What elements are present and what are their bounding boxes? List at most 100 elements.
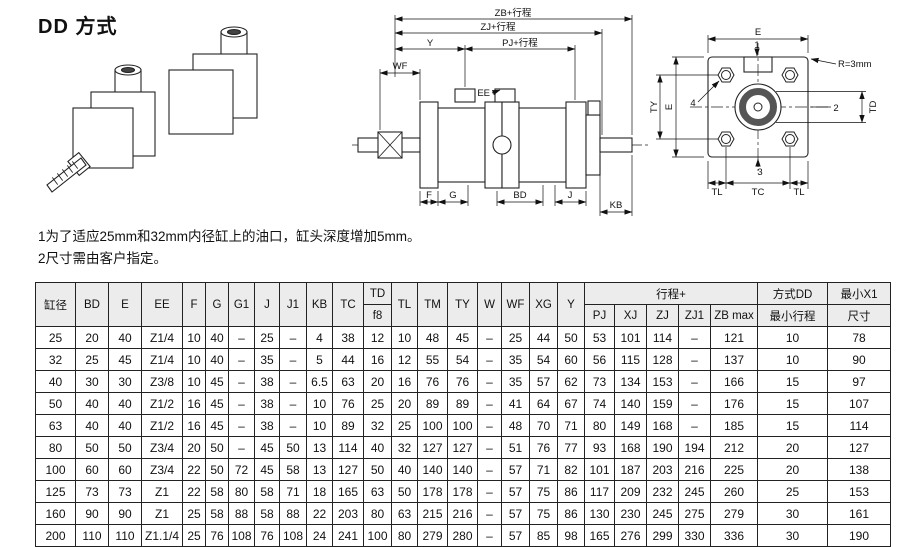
dimension-cell: 50 xyxy=(75,436,109,459)
dimension-cell: 70 xyxy=(529,414,558,437)
dimension-cell: 25 xyxy=(501,326,530,349)
dim-label-e-left: E xyxy=(664,104,675,110)
dim-label-g: G xyxy=(449,190,456,201)
dimension-cell: 40 xyxy=(108,326,142,349)
dimension-cell: 75 xyxy=(529,502,558,525)
dimension-cell: 50 xyxy=(391,480,418,503)
dimension-cell: 56 xyxy=(584,348,615,371)
dimension-cell: 63 xyxy=(363,480,392,503)
dimension-cell: 140 xyxy=(447,458,478,481)
dimension-cell: 107 xyxy=(827,392,892,415)
dimension-cell: 190 xyxy=(646,436,679,459)
dimension-cell: 60 xyxy=(108,458,142,481)
dimension-cell: – xyxy=(228,414,255,437)
dimension-cell: 10 xyxy=(757,348,829,371)
dimension-cell: 245 xyxy=(646,502,679,525)
dimension-cell: 45 xyxy=(447,326,478,349)
bore-size-cell: 50 xyxy=(35,392,76,415)
dimension-cell: 45 xyxy=(108,348,142,371)
dimension-cell: 25 xyxy=(363,392,392,415)
dimension-cell: 20 xyxy=(391,392,418,415)
dimension-cell: 38 xyxy=(254,370,280,393)
thread-lines xyxy=(51,161,79,185)
dimension-cell: 86 xyxy=(557,502,585,525)
stroke-sub-header: ZJ1 xyxy=(678,304,711,327)
dimension-cell: 22 xyxy=(306,502,333,525)
dimension-cell: 57 xyxy=(501,458,530,481)
dimension-cell: 168 xyxy=(646,414,679,437)
dimension-cell: 45 xyxy=(205,370,229,393)
dimension-cell: 203 xyxy=(646,458,679,481)
dimension-cell: 35 xyxy=(501,348,530,371)
dimension-cell: 44 xyxy=(529,326,558,349)
dim-label-bd: BD xyxy=(513,190,526,201)
dimension-cell: 40 xyxy=(75,414,109,437)
dimension-cell: 15 xyxy=(757,392,829,415)
side-view-drawing: ZB+行程 ZJ+行程 PJ+行程 Y WF EE F G BD J KB xyxy=(352,7,648,216)
port-boss xyxy=(454,88,476,103)
dimension-cell: 121 xyxy=(709,326,759,349)
dimension-cell: 22 xyxy=(182,458,206,481)
dimension-cell: 85 xyxy=(529,524,558,547)
dd-group-header: 方式DD xyxy=(757,282,829,305)
dimension-cell: 10 xyxy=(182,370,206,393)
dimension-cell: 60 xyxy=(75,458,109,481)
dimension-cell: 13 xyxy=(306,436,333,459)
column-header: KB xyxy=(306,282,333,327)
dimension-cell: – xyxy=(477,370,502,393)
dimension-cell: 280 xyxy=(447,524,478,547)
dimension-cell: 50 xyxy=(205,458,229,481)
dimension-cell: 140 xyxy=(417,458,448,481)
dimension-cell: – xyxy=(279,326,307,349)
dimension-cell: 80 xyxy=(391,524,418,547)
dimension-cell: 20 xyxy=(363,370,392,393)
dimension-cell: 63 xyxy=(391,502,418,525)
dimension-cell: 76 xyxy=(332,392,364,415)
bore-size-cell: 200 xyxy=(35,524,76,547)
dimension-cell: 57 xyxy=(529,370,558,393)
dimension-cell: 58 xyxy=(205,502,229,525)
dimension-cell: 32 xyxy=(363,414,392,437)
dimension-cell: – xyxy=(477,326,502,349)
dim-label-y: Y xyxy=(427,38,434,49)
dimension-cell: – xyxy=(678,326,711,349)
dimension-cell: 178 xyxy=(447,480,478,503)
dimension-cell: 209 xyxy=(614,480,647,503)
dimension-cell: 114 xyxy=(646,326,679,349)
dimension-cell: 10 xyxy=(306,414,333,437)
dimension-cell: 336 xyxy=(709,524,759,547)
dimension-cell: 114 xyxy=(827,414,892,437)
dimension-lines xyxy=(656,35,866,189)
dimension-cell: 16 xyxy=(391,370,418,393)
column-header-f8: f8 xyxy=(363,304,392,327)
dimension-cell: – xyxy=(228,436,255,459)
dimension-cell: 48 xyxy=(501,414,530,437)
x1-group-header: 最小X1 xyxy=(827,282,892,305)
dimension-cell: 76 xyxy=(417,370,448,393)
bore-size-cell: 125 xyxy=(35,480,76,503)
tie-rod-nuts xyxy=(717,67,799,147)
dimension-cell: Z1/4 xyxy=(141,348,183,371)
dim-label-zb: ZB+行程 xyxy=(495,7,532,19)
dimension-cell: Z1 xyxy=(141,502,183,525)
dimension-cell: 115 xyxy=(614,348,647,371)
column-header: G1 xyxy=(228,282,255,327)
dimension-cell: – xyxy=(678,370,711,393)
column-header: BD xyxy=(75,282,109,327)
dim-label-td: TD xyxy=(868,101,879,114)
dimension-cell: 35 xyxy=(254,348,280,371)
dimension-cell: 4 xyxy=(306,326,333,349)
dimension-cell: 16 xyxy=(363,348,392,371)
dimension-cell: 58 xyxy=(279,458,307,481)
dimension-cell: 114 xyxy=(332,436,364,459)
dimension-cell: 90 xyxy=(827,348,892,371)
dimension-cell: – xyxy=(279,348,307,371)
dimension-cell: 16 xyxy=(182,414,206,437)
dimension-cell: 18 xyxy=(306,480,333,503)
